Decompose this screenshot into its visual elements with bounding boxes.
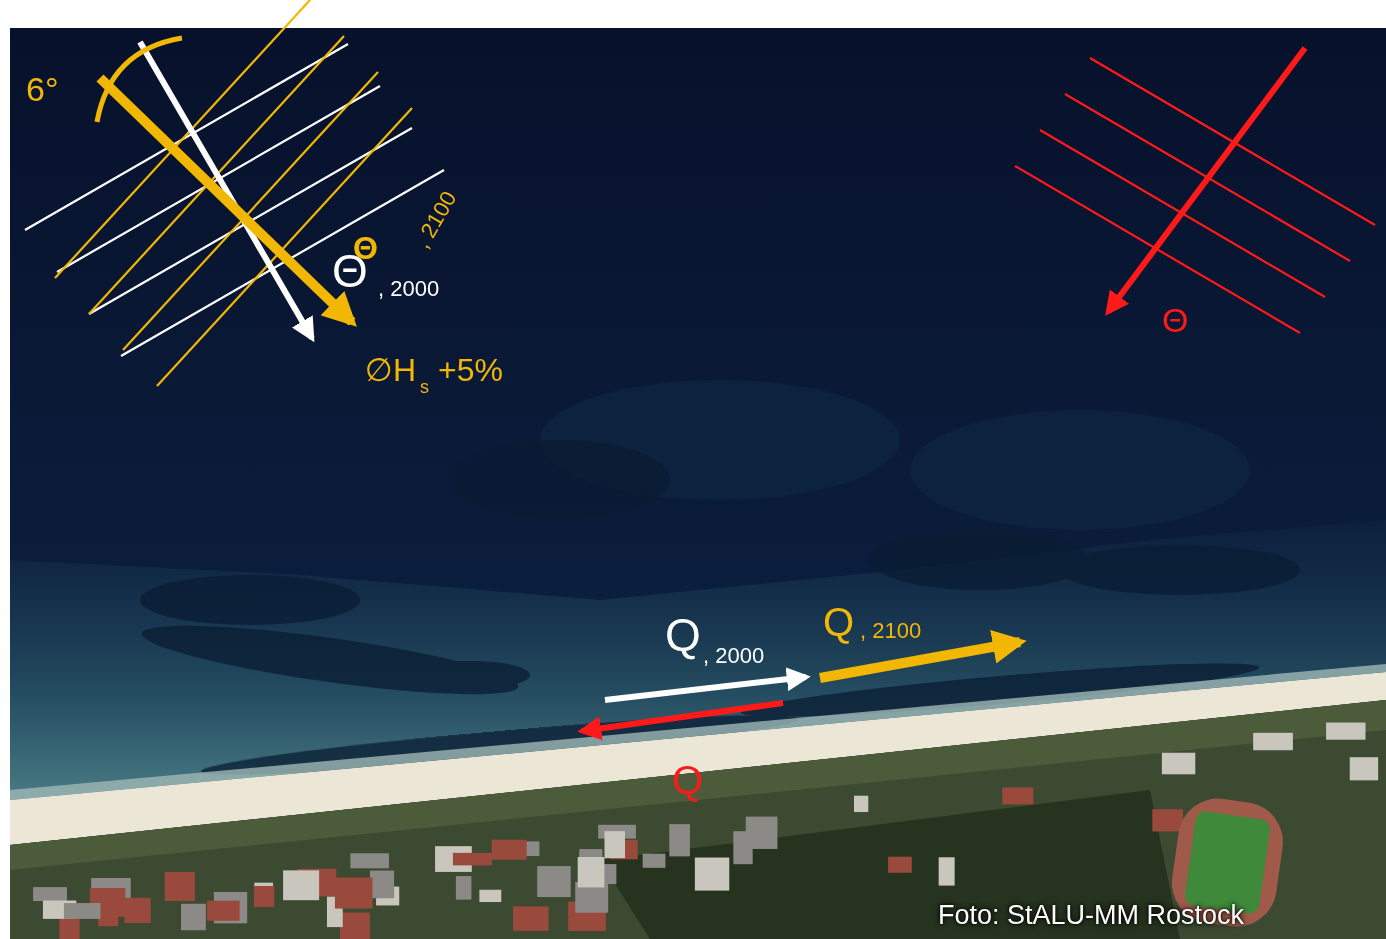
building [578, 857, 605, 887]
building [492, 840, 527, 860]
direction-symbol: Θ [1162, 303, 1188, 337]
building [335, 877, 373, 908]
wave-direction-2100 [100, 78, 352, 322]
building [537, 866, 571, 897]
year-label: , 2100 [411, 188, 461, 252]
angle-label: 6° [26, 72, 59, 106]
building [479, 890, 501, 902]
buildings [33, 723, 1378, 939]
building [939, 857, 955, 885]
building [695, 858, 729, 891]
land [10, 700, 1386, 939]
wave-height-label: ∅H [365, 354, 416, 386]
building [181, 904, 206, 931]
building [513, 906, 549, 930]
building [746, 817, 778, 849]
angle-arc [97, 38, 182, 122]
wave-crest [55, 0, 310, 278]
sea-shade [910, 410, 1250, 530]
year-label: , 2000 [703, 645, 764, 667]
building [350, 853, 389, 868]
building [1152, 809, 1183, 831]
wave-direction-east [1108, 48, 1305, 312]
building [1002, 787, 1033, 804]
wave-height-change: +5% [438, 354, 503, 386]
building [854, 796, 868, 812]
building [283, 870, 319, 900]
building [643, 854, 666, 868]
shallow-water [10, 520, 1386, 805]
photo-credit: Foto: StALU-MM Rostock [938, 902, 1244, 929]
building [165, 872, 195, 901]
building [456, 876, 472, 900]
building [370, 871, 394, 899]
wave-direction-2000 [140, 42, 312, 338]
building [1162, 753, 1195, 775]
subscript: s [420, 378, 429, 396]
building [1326, 723, 1365, 740]
sea [10, 28, 1386, 939]
building [604, 831, 624, 858]
transport-arrow-east [582, 703, 783, 731]
photo-ground [10, 28, 1386, 939]
transport-symbol: Q [672, 760, 703, 800]
wave-crest [25, 44, 348, 230]
direction-symbol: Θ [353, 232, 378, 264]
wave-crest [121, 170, 444, 356]
building [340, 913, 370, 939]
transport-symbol: Q [823, 602, 854, 642]
transport-arrow-2000 [605, 677, 806, 700]
wave-overlay [25, 0, 1375, 731]
building [33, 887, 67, 901]
wave-crest [157, 108, 412, 386]
building [254, 886, 274, 907]
building [1253, 733, 1293, 750]
year-label: , 2100 [860, 620, 921, 642]
building [453, 853, 492, 866]
transport-arrow-2100 [820, 642, 1020, 678]
transport-symbol: Q [665, 612, 701, 658]
building [98, 904, 118, 926]
building [888, 857, 912, 873]
building [1350, 757, 1378, 780]
building [207, 901, 240, 921]
building [124, 898, 150, 923]
year-label: , 2000 [378, 278, 439, 300]
building [669, 824, 690, 856]
building [64, 903, 101, 919]
wave-crests-2100 [55, 0, 412, 386]
